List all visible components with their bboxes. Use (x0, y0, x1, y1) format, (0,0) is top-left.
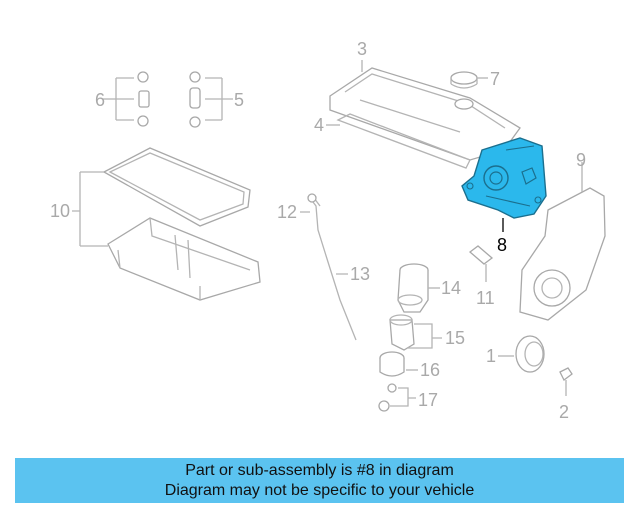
pulley-bolt (559, 367, 573, 396)
callout-6: 6 (95, 90, 105, 110)
dipstick (300, 193, 357, 341)
oil-pan-gasket (102, 147, 251, 227)
filter-cap (379, 351, 418, 377)
valve-cover-gasket (336, 113, 471, 169)
callout-1: 1 (486, 346, 496, 366)
callout-16: 16 (420, 360, 440, 380)
callout-15: 15 (445, 328, 465, 348)
callout-4: 4 (314, 115, 324, 135)
callout-11: 11 (476, 288, 495, 308)
valve-cover (329, 60, 521, 161)
vehicle-fit-banner: Part or sub-assembly is #8 in diagram Di… (15, 458, 624, 503)
timing-cover (519, 162, 606, 321)
stud-group-5 (189, 71, 233, 128)
highlighted-part-8 (461, 137, 547, 232)
oil-pan (107, 217, 261, 301)
oil-filler-cap (450, 71, 488, 110)
callout-9: 9 (576, 150, 586, 170)
banner-line-1: Part or sub-assembly is #8 in diagram (185, 461, 454, 479)
gasket-11 (468, 245, 494, 282)
callout-7: 7 (490, 69, 500, 89)
bolt-group-6 (102, 71, 150, 127)
crank-pulley (498, 335, 545, 373)
leader-10 (72, 171, 108, 247)
callout-5: 5 (234, 90, 244, 110)
callout-13: 13 (350, 264, 370, 284)
callout-8: 8 (497, 235, 507, 255)
callout-10: 10 (50, 201, 70, 221)
callout-3: 3 (357, 39, 367, 59)
callout-2: 2 (559, 402, 569, 422)
callout-17: 17 (418, 390, 438, 410)
drain-plug (378, 383, 416, 412)
oil-filter (389, 314, 442, 351)
oil-filter-housing (397, 263, 440, 313)
callout-14: 14 (441, 278, 461, 298)
banner-line-2: Diagram may not be specific to your vehi… (164, 481, 475, 499)
callout-12: 12 (277, 202, 297, 222)
